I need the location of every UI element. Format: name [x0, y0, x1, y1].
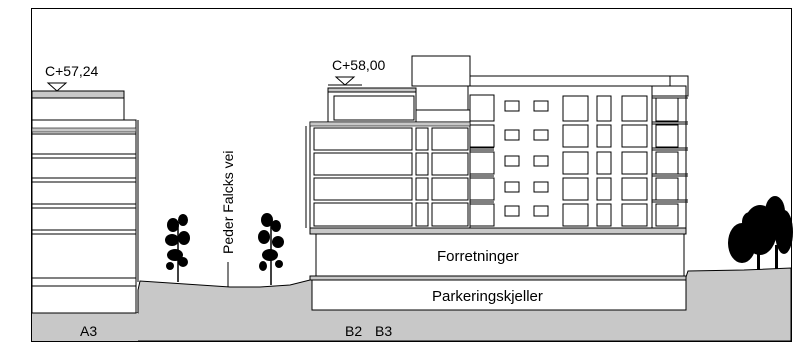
basement-use-label: Parkeringskjeller: [432, 288, 543, 305]
level-marker-triangle-left: [46, 82, 68, 92]
building-label-b3: B3: [375, 323, 392, 339]
ground-floor-use-label: Forretninger: [437, 248, 519, 265]
building-label-b2: B2: [345, 323, 362, 339]
building-label-a3: A3: [80, 323, 97, 339]
ground-left-fill: [32, 313, 138, 341]
tree-left: [165, 214, 190, 282]
elevation-label-middle: C+58,00: [332, 57, 386, 73]
level-marker-triangle-middle: [334, 76, 356, 86]
tree-far-right: [728, 196, 793, 270]
elevation-label-left: C+57,24: [45, 63, 99, 79]
tree-right: [258, 213, 284, 285]
building-b2-b3: [305, 55, 689, 311]
street-name-label: Peder Falcks vei: [220, 151, 236, 254]
building-a3: [31, 82, 139, 314]
